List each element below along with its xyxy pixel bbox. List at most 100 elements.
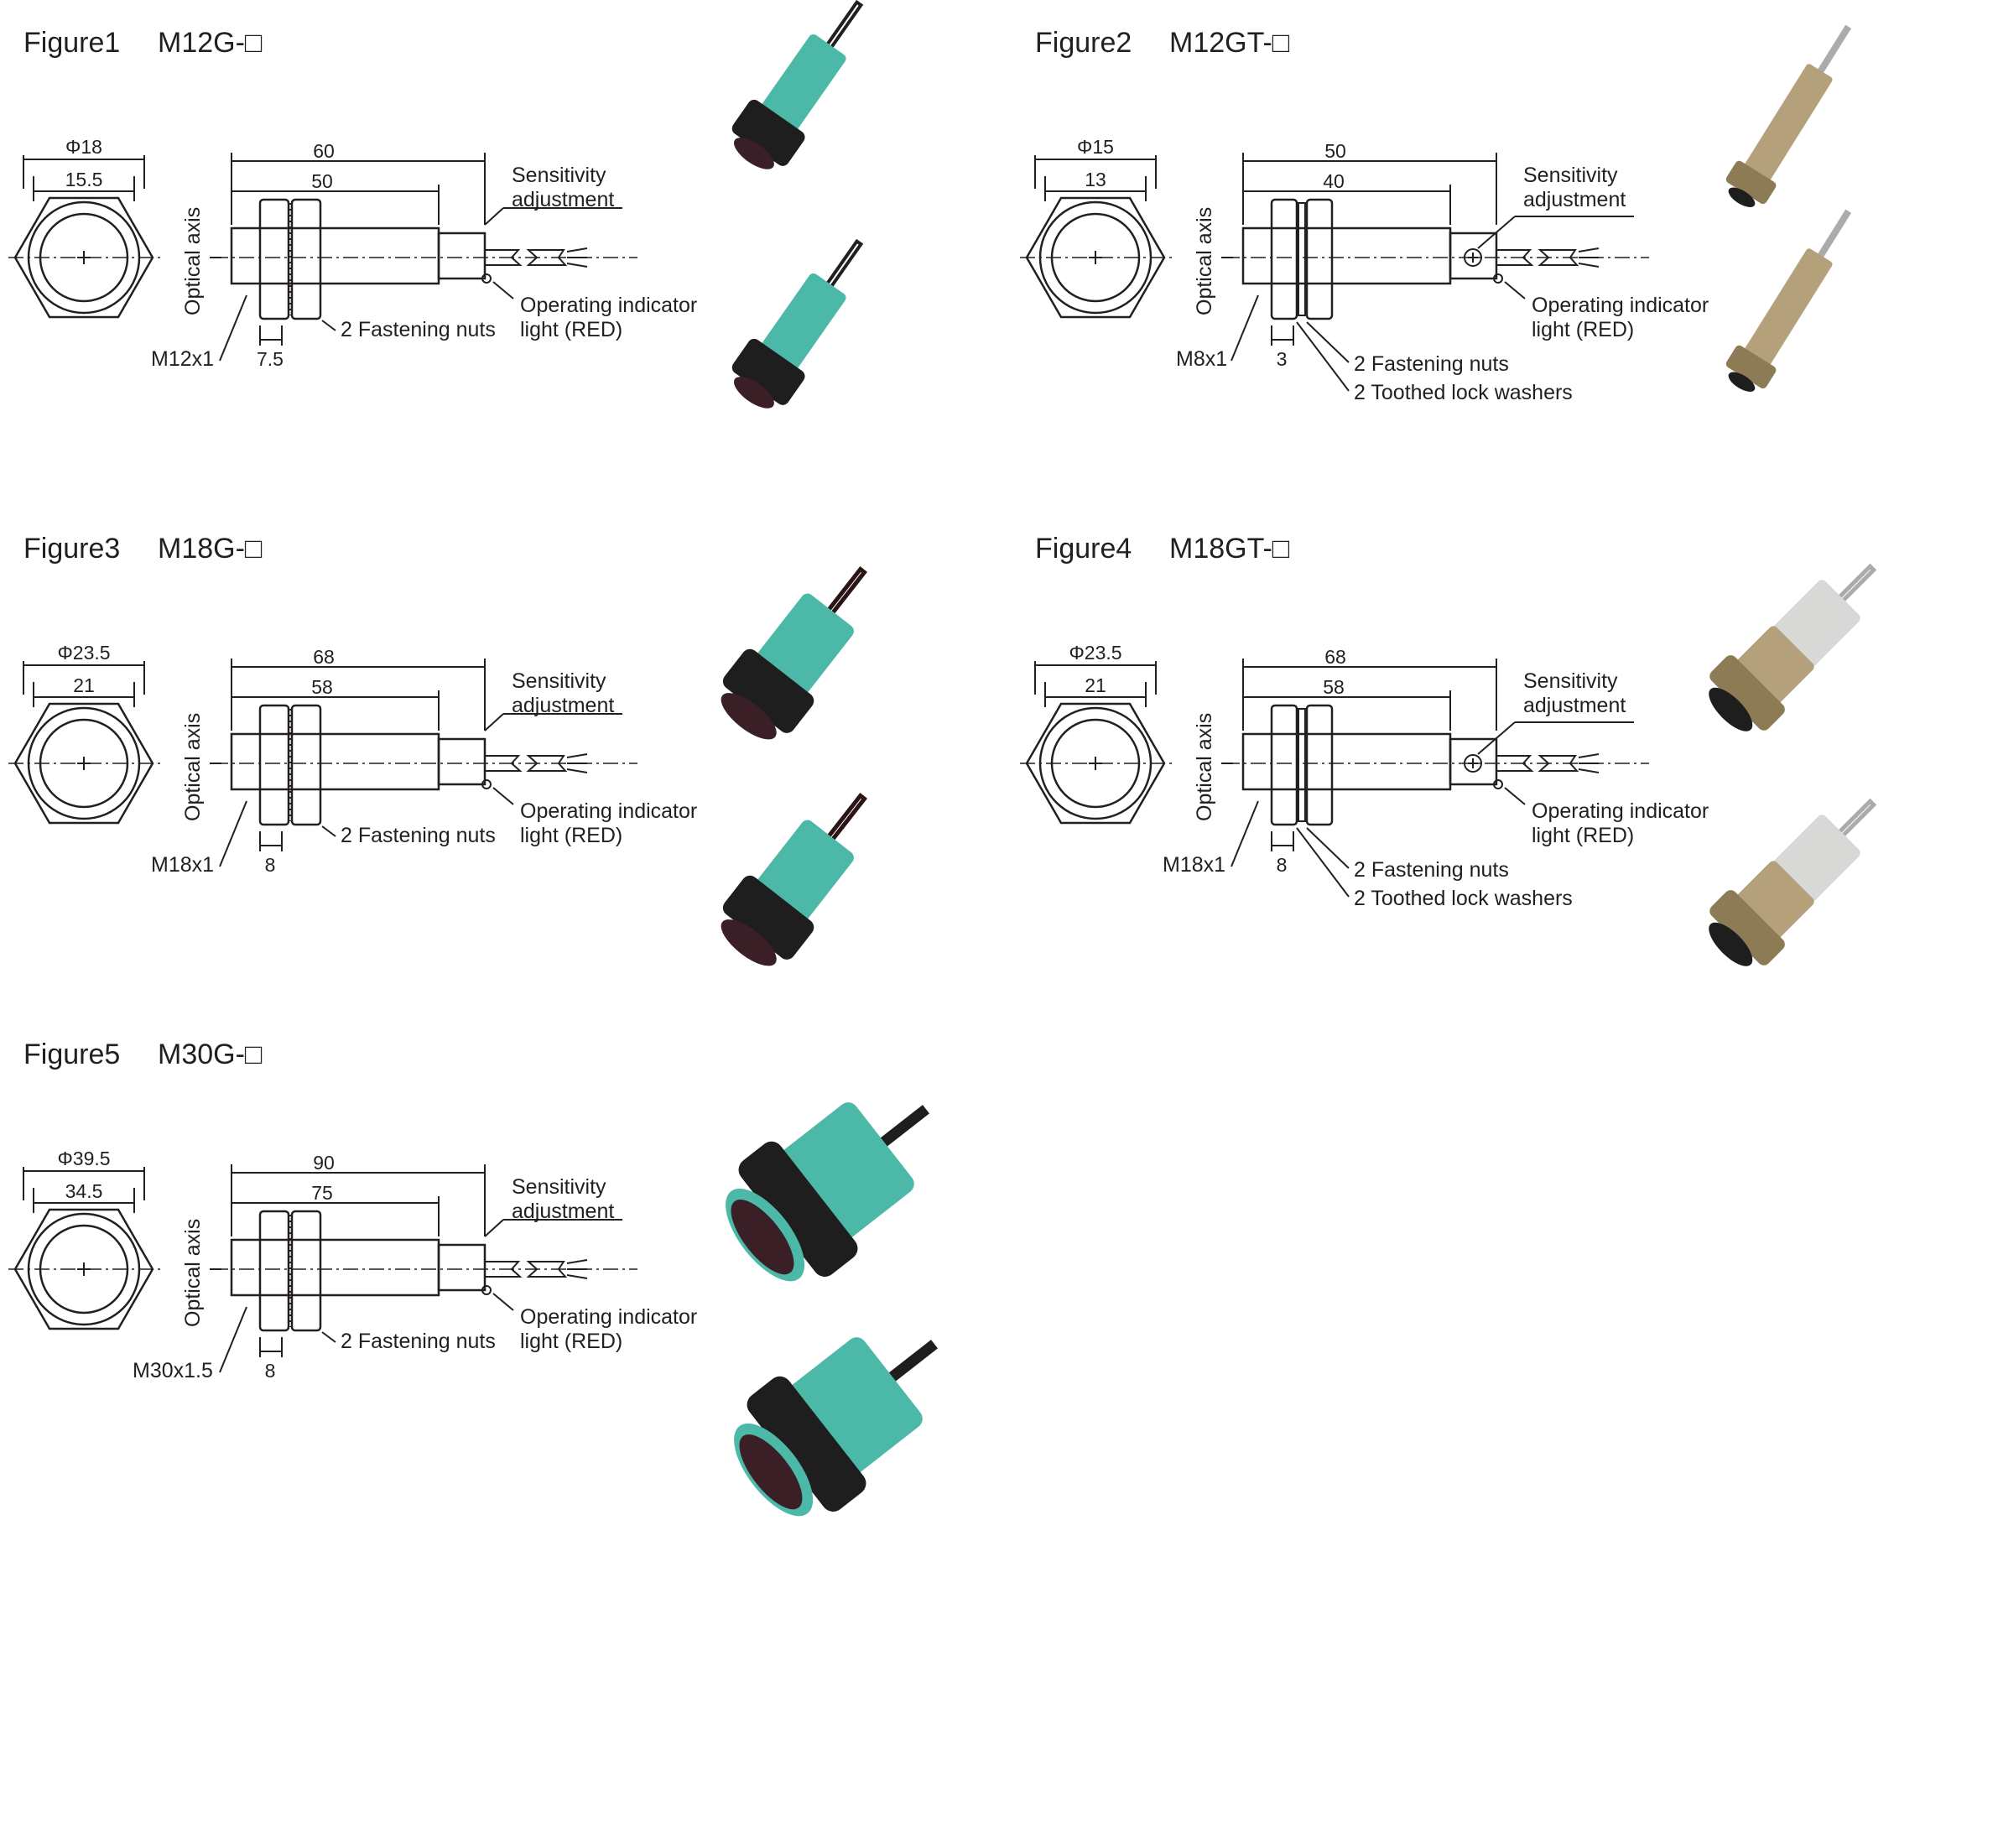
nut-width-label: 3: [1277, 348, 1288, 370]
sensitivity-label-line1: Sensitivity: [512, 164, 606, 187]
optical-axis-label: Optical axis: [1193, 207, 1216, 315]
side-view: 60 50 Optical axis Sensitivity adjustmen…: [151, 140, 697, 371]
side-view: 50 40 Optical axis Sensitivity adjustmen…: [1176, 140, 1709, 404]
total-length-label: 68: [1324, 646, 1346, 668]
dimension-drawing: Φ23.5 21 68 58: [1020, 563, 1877, 966]
dimension-drawing: Φ23.5 21 68 58: [8, 566, 868, 966]
thread-length-label: 50: [311, 170, 333, 192]
total-length-label: 50: [1324, 140, 1346, 162]
front-view: Φ18 15.5: [8, 136, 161, 319]
figure-number: Figure5: [23, 1039, 121, 1070]
front-view: Φ15 13: [1020, 136, 1173, 319]
inner-diameter-label: 34.5: [65, 1180, 103, 1202]
model-code: M12G-□: [158, 27, 263, 59]
front-view: Φ39.5 34.5: [8, 1148, 161, 1330]
thread-length-label: 58: [311, 676, 333, 698]
outer-diameter-label: Φ15: [1077, 136, 1114, 158]
inner-diameter-label: 13: [1085, 169, 1106, 190]
indicator-label-line2: light (RED): [1532, 318, 1634, 341]
figure-4: Figure4 M18GT-□ Φ23.5 21 68 58: [1012, 506, 1998, 1009]
figure-number: Figure3: [23, 533, 121, 565]
indicator-label-line1: Operating indicator: [520, 799, 697, 823]
fastening-nuts-label: 2 Fastening nuts: [341, 318, 496, 341]
outer-diameter-label: Φ18: [65, 136, 102, 158]
side-view: 90 75 Optical axis Sensitivity adjustmen…: [133, 1152, 697, 1382]
optical-axis-label: Optical axis: [181, 713, 205, 821]
total-length-label: 90: [313, 1152, 335, 1174]
product-photo-top: [721, 566, 868, 740]
dimension-drawing: Φ15 13 50 40: [1020, 24, 1852, 404]
thread-size-label: M12x1: [151, 347, 214, 371]
fastening-nuts-label: 2 Fastening nuts: [341, 824, 496, 847]
nut-width-label: 7.5: [257, 348, 284, 370]
dimension-drawing: Φ18 15.5 60 50: [8, 0, 864, 409]
model-code: M18G-□: [158, 533, 263, 565]
side-view: 68 58 Optical axis Sensitivity adjustmen…: [1163, 646, 1709, 910]
figure-3: Figure3 M18G-□ Φ23.5 21 68 58: [0, 506, 1007, 1009]
optical-axis-label: Optical axis: [1193, 713, 1216, 821]
toothed-washers-label: 2 Toothed lock washers: [1354, 887, 1573, 910]
outer-diameter-label: Φ39.5: [57, 1148, 110, 1169]
nut-width-label: 8: [265, 1360, 276, 1382]
product-photo-top: [1725, 24, 1852, 207]
product-photo-bottom: [721, 793, 868, 966]
product-photo-bottom: [1709, 798, 1877, 966]
thread-length-label: 40: [1323, 170, 1345, 192]
thread-size-label: M18x1: [1163, 853, 1225, 877]
total-length-label: 68: [313, 646, 335, 668]
product-photo-top: [726, 1102, 930, 1282]
model-code: M12GT-□: [1169, 27, 1290, 59]
figure-number: Figure4: [1035, 533, 1132, 565]
sensitivity-label-line1: Sensitivity: [512, 1175, 606, 1199]
fastening-nuts-label: 2 Fastening nuts: [341, 1330, 496, 1353]
inner-diameter-label: 15.5: [65, 169, 103, 190]
fastening-nuts-label: 2 Fastening nuts: [1354, 858, 1509, 882]
nut-width-label: 8: [1277, 854, 1288, 876]
sensitivity-label-line1: Sensitivity: [1523, 164, 1618, 187]
indicator-label-line2: light (RED): [520, 824, 622, 847]
inner-diameter-label: 21: [73, 674, 95, 696]
inner-diameter-label: 21: [1085, 674, 1106, 696]
product-photo-top: [1709, 563, 1877, 731]
toothed-washers-label: 2 Toothed lock washers: [1354, 381, 1573, 404]
fastening-nuts-label: 2 Fastening nuts: [1354, 352, 1509, 376]
outer-diameter-label: Φ23.5: [1069, 642, 1121, 664]
indicator-label-line2: light (RED): [520, 1330, 622, 1353]
outer-diameter-label: Φ23.5: [57, 642, 110, 664]
indicator-label-line1: Operating indicator: [520, 294, 697, 317]
product-photo-top: [731, 0, 864, 169]
thread-length-label: 75: [311, 1182, 333, 1204]
sensitivity-label-line2: adjustment: [512, 694, 614, 717]
sensitivity-label-line2: adjustment: [512, 188, 614, 211]
sensitivity-label-line1: Sensitivity: [512, 669, 606, 693]
sensitivity-label-line2: adjustment: [512, 1200, 614, 1223]
thread-size-label: M8x1: [1176, 347, 1227, 371]
product-photo-bottom: [1725, 209, 1852, 392]
sensitivity-label-line1: Sensitivity: [1523, 669, 1618, 693]
indicator-label-line2: light (RED): [520, 318, 622, 341]
front-view: Φ23.5 21: [8, 642, 161, 825]
indicator-label-line1: Operating indicator: [1532, 799, 1709, 823]
thread-size-label: M30x1.5: [133, 1359, 213, 1382]
indicator-label-line1: Operating indicator: [1532, 294, 1709, 317]
model-code: M18GT-□: [1169, 533, 1290, 565]
side-view: 68 58 Optical axis Sensitivity adjustmen…: [151, 646, 697, 877]
figure-number: Figure1: [23, 27, 121, 59]
optical-axis-label: Optical axis: [181, 207, 205, 315]
indicator-label-line2: light (RED): [1532, 824, 1634, 847]
sensitivity-label-line2: adjustment: [1523, 694, 1626, 717]
product-photo-bottom: [731, 238, 864, 409]
figure-1: Figure1 M12G-□ Φ18 15.5 60: [0, 0, 1007, 503]
figure-number: Figure2: [1035, 27, 1132, 59]
indicator-label-line1: Operating indicator: [520, 1305, 697, 1329]
product-photo-bottom: [734, 1337, 939, 1517]
total-length-label: 60: [313, 140, 335, 162]
sensitivity-label-line2: adjustment: [1523, 188, 1626, 211]
model-code: M30G-□: [158, 1039, 263, 1070]
figure-2: Figure2 M12GT-□ Φ15 13 50 40: [1012, 0, 1998, 503]
figure-5: Figure5 M30G-□ Φ39.5 34.5 90 75: [0, 1012, 1007, 1599]
nut-width-label: 8: [265, 854, 276, 876]
optical-axis-label: Optical axis: [181, 1219, 205, 1327]
dimension-drawing: Φ39.5 34.5 90 75: [8, 1102, 939, 1517]
thread-size-label: M18x1: [151, 853, 214, 877]
